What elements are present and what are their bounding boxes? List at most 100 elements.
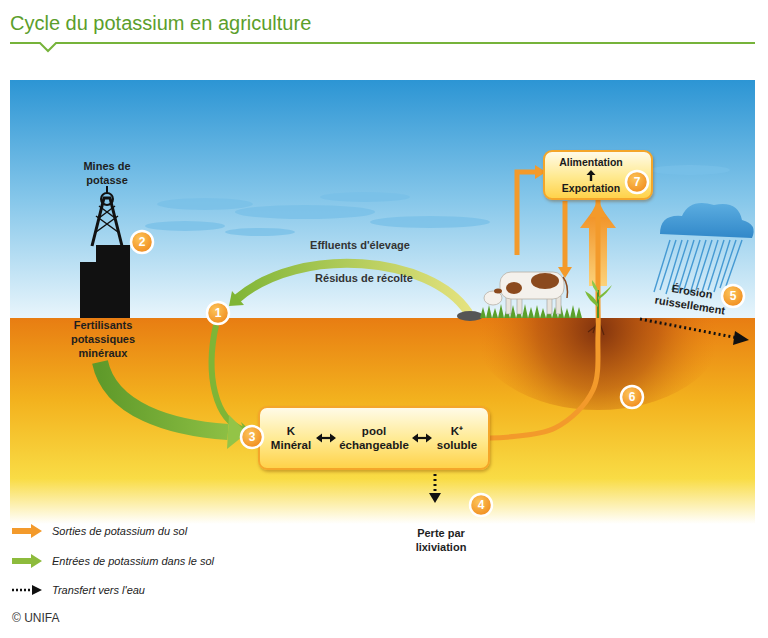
cloud bbox=[145, 221, 225, 231]
cow-leg bbox=[506, 296, 511, 314]
cow-tail bbox=[563, 277, 568, 298]
arrow-head bbox=[229, 291, 244, 306]
feed-arrow bbox=[517, 172, 536, 255]
sky bbox=[10, 80, 755, 320]
legend-swatch bbox=[12, 553, 42, 569]
process-box: AlimentationExportation bbox=[543, 150, 653, 200]
cloud bbox=[370, 216, 490, 228]
cow-leg bbox=[547, 296, 552, 314]
annotation-label: Érosion ruissellement bbox=[647, 279, 734, 319]
plant-leaf bbox=[585, 291, 598, 307]
cloud bbox=[650, 165, 730, 175]
box-content: AlimentationExportation bbox=[545, 152, 651, 198]
cloud bbox=[320, 192, 410, 202]
export-arrow bbox=[580, 204, 616, 286]
feed-arrow bbox=[563, 201, 568, 268]
swatch-arrow-head bbox=[32, 585, 42, 595]
leaching-arrow bbox=[434, 474, 437, 494]
annotation-label: Perte par lixiviation bbox=[396, 527, 486, 555]
fertiliser-input-arrow bbox=[100, 362, 228, 432]
cow-body bbox=[500, 272, 564, 299]
arrow-shaft bbox=[590, 174, 592, 181]
grass bbox=[480, 304, 582, 318]
erosion-arrow bbox=[640, 319, 738, 338]
exchange-arrow bbox=[412, 433, 432, 443]
callout-number: 3 bbox=[249, 431, 256, 443]
mine-bracing bbox=[96, 206, 118, 232]
arrow-head bbox=[429, 493, 441, 503]
legend-row: Transfert vers l'eau bbox=[12, 582, 145, 598]
cow-ear bbox=[494, 289, 502, 294]
cow-head bbox=[484, 291, 502, 305]
plant bbox=[585, 280, 612, 318]
pool-box: K Minéral pool échangeable K⁺ soluble bbox=[258, 406, 490, 470]
legend-text: Transfert vers l'eau bbox=[52, 584, 145, 596]
residue-return-arrow bbox=[238, 263, 468, 312]
swatch-dotted-line bbox=[12, 589, 32, 592]
cow-patch bbox=[531, 273, 559, 289]
cloud bbox=[225, 228, 295, 236]
cow-patch bbox=[506, 282, 522, 294]
cow-leg bbox=[517, 296, 522, 314]
plant-leaf bbox=[598, 285, 612, 300]
potash-mine bbox=[80, 186, 130, 318]
flow-connector bbox=[490, 200, 598, 438]
mine-building bbox=[80, 245, 130, 318]
annotation-label: Effluents d'élevage bbox=[310, 239, 410, 253]
cow bbox=[484, 272, 568, 314]
callout-number: 6 bbox=[629, 391, 636, 403]
callout-circle bbox=[131, 231, 153, 253]
callout-circle bbox=[470, 494, 492, 516]
arrow-head bbox=[558, 267, 572, 278]
node-text: K Minéral bbox=[266, 424, 316, 453]
callout-number: 2 bbox=[139, 236, 146, 248]
arrow-head bbox=[587, 170, 596, 175]
arrow-head bbox=[316, 434, 336, 443]
callout-number: 1 bbox=[215, 307, 222, 319]
mine-headframe bbox=[92, 198, 122, 246]
input-arrow bbox=[212, 325, 244, 430]
annotation-label: Mines de potasse bbox=[71, 160, 143, 188]
cow-leg bbox=[556, 296, 561, 314]
annotation-label: Résidus de récolte bbox=[315, 272, 413, 286]
box-content: K Minéral pool échangeable K⁺ soluble bbox=[260, 408, 488, 468]
node-text: Alimentation bbox=[559, 156, 623, 168]
arrow-head bbox=[227, 415, 247, 449]
callout-number: 4 bbox=[478, 499, 485, 511]
arrow-head bbox=[733, 331, 749, 345]
cloud bbox=[660, 203, 754, 238]
legend-swatch bbox=[12, 582, 42, 598]
cloud bbox=[235, 205, 375, 219]
callout-circle bbox=[621, 386, 643, 408]
exchange-arrow bbox=[316, 433, 336, 443]
swatch-arrow bbox=[12, 524, 42, 538]
plant-roots bbox=[588, 318, 604, 340]
plant-leaf bbox=[592, 280, 598, 293]
cloud bbox=[157, 198, 253, 210]
node-text: pool échangeable bbox=[336, 424, 412, 453]
mine-wheel bbox=[101, 193, 113, 205]
callout-circle bbox=[207, 302, 229, 324]
copyright-note: © UNIFA bbox=[12, 611, 60, 626]
arrow-head bbox=[412, 434, 432, 443]
legend-swatch bbox=[12, 523, 42, 539]
annotation-label: Fertilisants potassiques minéraux bbox=[61, 319, 145, 360]
node-text: K⁺ soluble bbox=[432, 424, 482, 453]
callout-number: 7 bbox=[634, 176, 641, 188]
node-text: Exportation bbox=[562, 182, 620, 194]
mine-mast bbox=[106, 186, 108, 193]
legend-row: Entrées de potassium dans le sol bbox=[12, 553, 214, 569]
rain-cloud bbox=[654, 203, 754, 294]
manure-pile bbox=[457, 311, 483, 321]
legend-text: Entrées de potassium dans le sol bbox=[52, 555, 214, 567]
legend-text: Sorties de potassium du sol bbox=[52, 525, 187, 537]
ground bbox=[10, 318, 755, 524]
diagram-title: Cycle du potassium en agriculture bbox=[10, 12, 311, 35]
swatch-arrow bbox=[12, 554, 42, 568]
title-rule bbox=[10, 43, 755, 51]
legend-row: Sorties de potassium du sol bbox=[12, 523, 187, 539]
flow-arrow bbox=[586, 170, 596, 181]
